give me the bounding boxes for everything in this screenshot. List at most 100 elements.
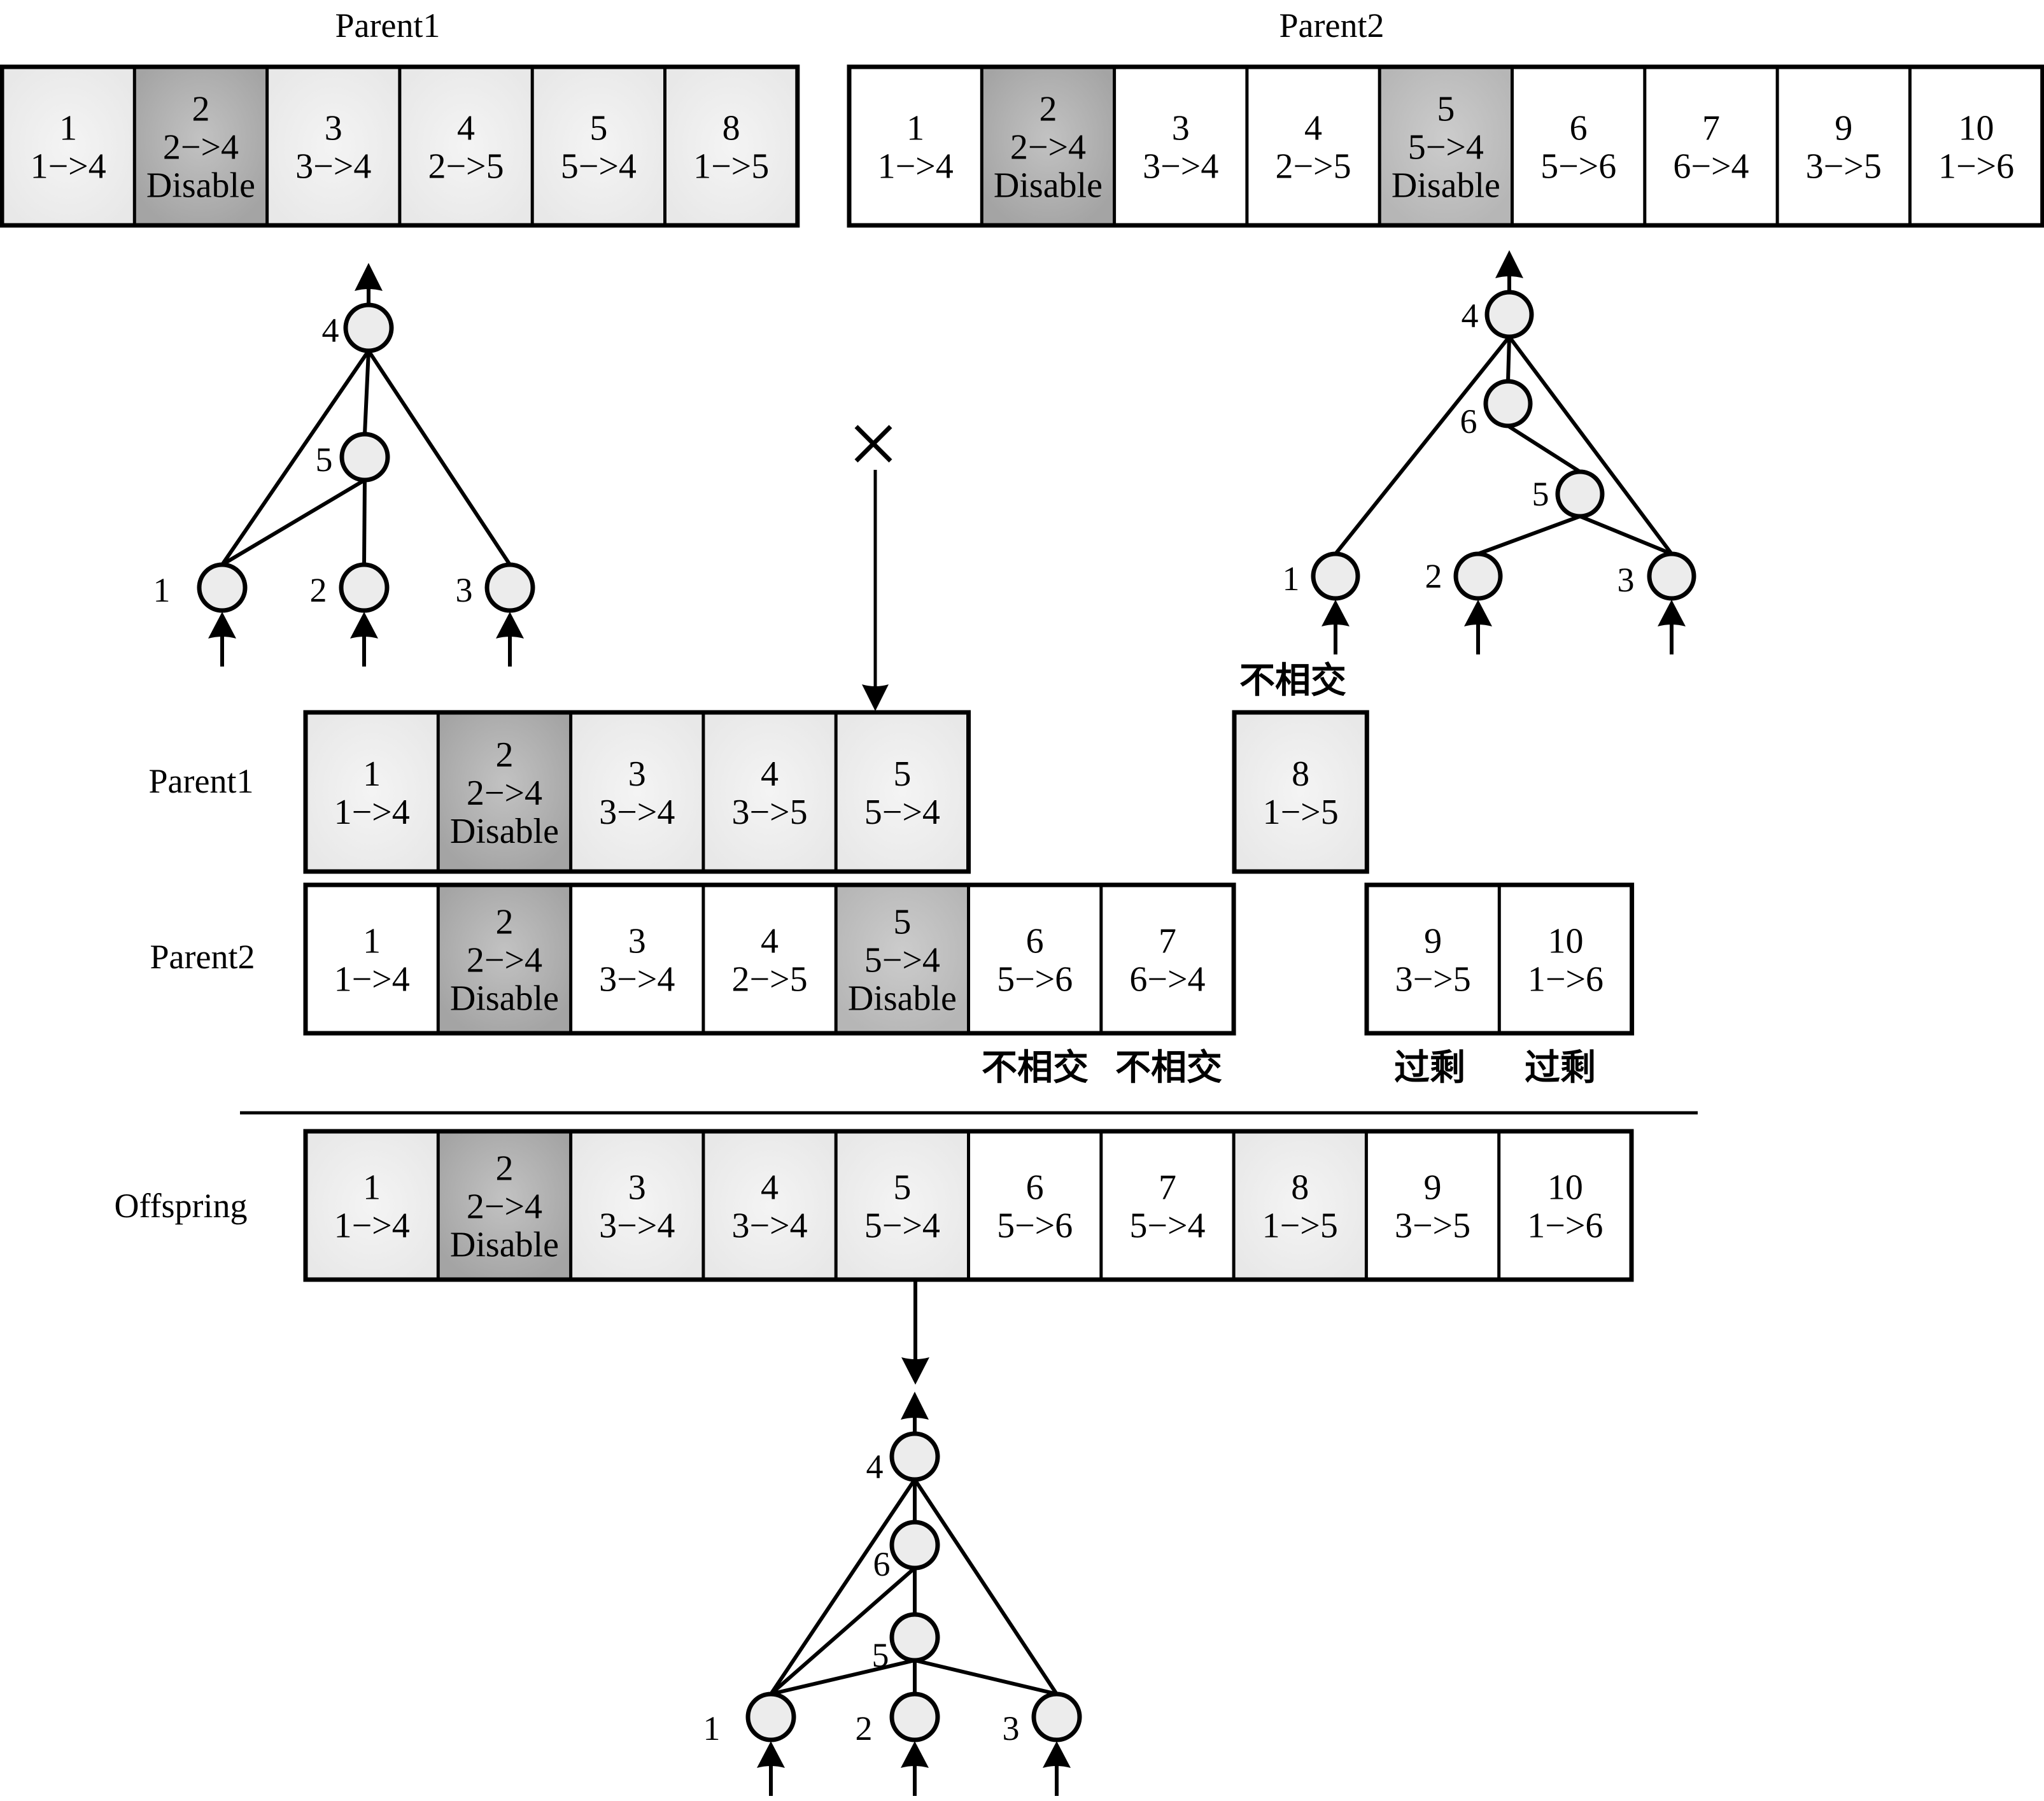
gene-connection: 1−>5	[693, 147, 769, 187]
gene-3: 33−>4	[570, 1131, 703, 1280]
gene-5: 55−>4	[532, 67, 665, 225]
gene-connection: 1−>5	[1263, 793, 1339, 832]
gene-connection: 3−>4	[599, 960, 675, 999]
node-label: 5	[1532, 475, 1549, 513]
gene-cell-bg	[982, 67, 1115, 225]
gene-disabled-flag: Disable	[450, 979, 559, 1019]
gene-cell-bg	[134, 67, 267, 225]
node-label: 4	[322, 311, 339, 350]
node-label: 6	[873, 1545, 891, 1583]
gene-cell-bg	[703, 1131, 836, 1280]
gene-disabled-flag: Disable	[1392, 166, 1500, 206]
gene-innovation-number: 7	[1702, 109, 1720, 148]
gene-1: 11−>4	[306, 712, 439, 872]
input-arrow-icon	[1464, 600, 1492, 626]
gene-cell-bg	[532, 67, 665, 225]
gene-4: 42−>5	[703, 885, 836, 1033]
parent2-genome-frame	[847, 64, 2044, 228]
gene-innovation-number: 3	[325, 109, 342, 148]
hidden-node-circle	[889, 1520, 940, 1571]
node-4: 4	[1462, 250, 1534, 339]
gene-connection: 1−>5	[1262, 1206, 1338, 1246]
gene-cell-bg	[306, 712, 439, 872]
edge-6-1	[770, 1566, 916, 1696]
disconnect-x-icon	[854, 425, 892, 463]
excess-note-gene9: 过剩	[1394, 1047, 1465, 1089]
node-label: 1	[153, 571, 171, 609]
hidden-node-circle	[1483, 379, 1533, 428]
gene-connection: 5−>4	[561, 147, 637, 187]
gene-cell-bg	[1234, 1131, 1367, 1280]
gene-cell-bg	[570, 712, 703, 872]
gene-connection: 3−>4	[599, 793, 675, 832]
gene-4: 43−>4	[703, 1131, 836, 1280]
gene-connection: 1−>4	[878, 147, 954, 187]
gene-cell-bg	[703, 885, 836, 1033]
gene-connection: 2−>5	[731, 960, 807, 999]
offspring-genome-frame	[303, 1129, 1634, 1282]
gene-innovation-number: 4	[761, 754, 779, 794]
gene-connection: 1−>6	[1527, 1206, 1603, 1246]
input-arrow-icon	[901, 1741, 929, 1768]
node-5: 5	[872, 1612, 940, 1674]
gene-innovation-number: 5	[893, 1168, 911, 1208]
gene-cell-bg	[570, 1131, 703, 1280]
gene-6: 65−>6	[1512, 67, 1645, 225]
gene-innovation-number: 5	[893, 903, 911, 942]
input-arrow-icon	[1043, 1741, 1071, 1768]
gene-disabled-flag: Disable	[450, 812, 559, 851]
gene-innovation-number: 9	[1424, 922, 1442, 961]
gene-cell-bg	[1910, 67, 2043, 225]
offspring-arrow-icon	[901, 1281, 929, 1385]
hidden-node-circle	[339, 432, 390, 483]
gene-innovation-number: 1	[363, 754, 381, 794]
gene-innovation-number: 3	[1172, 109, 1190, 148]
output-node-circle	[889, 1431, 940, 1482]
parent1-title: Parent1	[335, 6, 441, 45]
edge-5-1	[221, 478, 366, 567]
gene-innovation-number: 8	[1291, 1168, 1309, 1208]
gene-disabled-flag: Disable	[450, 1225, 559, 1265]
gene-6: 65−>6	[968, 1131, 1101, 1280]
gene-10: 101−>6	[1498, 1131, 1632, 1280]
edge-6-5	[1507, 424, 1581, 474]
gene-connection: 2−>4	[1010, 128, 1086, 167]
node-5: 5	[1532, 469, 1605, 519]
input-arrow-icon	[350, 612, 378, 639]
gene-connection: 3−>5	[1806, 147, 1882, 187]
gene-innovation-number: 10	[1959, 109, 1994, 148]
gene-4: 43−>5	[703, 712, 836, 872]
node-2: 2	[310, 562, 390, 667]
node-label: 1	[703, 1709, 721, 1748]
node-2: 2	[1425, 551, 1503, 654]
gene-disabled-flag: Disable	[994, 166, 1103, 206]
node-3: 3	[1618, 551, 1696, 654]
gene-1: 11−>4	[306, 1131, 439, 1280]
gene-innovation-number: 4	[1304, 109, 1322, 148]
gene-cell-bg	[1101, 885, 1234, 1033]
gene-5: 55−>4	[836, 1131, 969, 1280]
gene-innovation-number: 5	[893, 754, 911, 794]
gene-innovation-number: 6	[1570, 109, 1588, 148]
edge-4-3	[913, 1478, 1059, 1695]
hidden-node-circle	[1555, 469, 1605, 519]
node-5: 5	[316, 432, 390, 483]
edge-1-4	[220, 350, 370, 566]
gene-8: 81−>5	[1234, 1131, 1367, 1280]
edge-4-3	[1507, 335, 1674, 555]
gene-connection: 2−>4	[467, 1187, 542, 1227]
disjoint-note-gene6: 不相交	[982, 1047, 1089, 1089]
gene-1: 11−>4	[306, 885, 439, 1033]
edge-5-2	[1477, 514, 1581, 556]
gene-connection: 5−>4	[864, 941, 940, 980]
disjoint-note-gene8: 不相交	[1239, 660, 1346, 702]
gene-innovation-number: 6	[1026, 922, 1044, 961]
gene-cell-bg	[438, 712, 571, 872]
gene-innovation-number: 7	[1159, 1168, 1176, 1208]
